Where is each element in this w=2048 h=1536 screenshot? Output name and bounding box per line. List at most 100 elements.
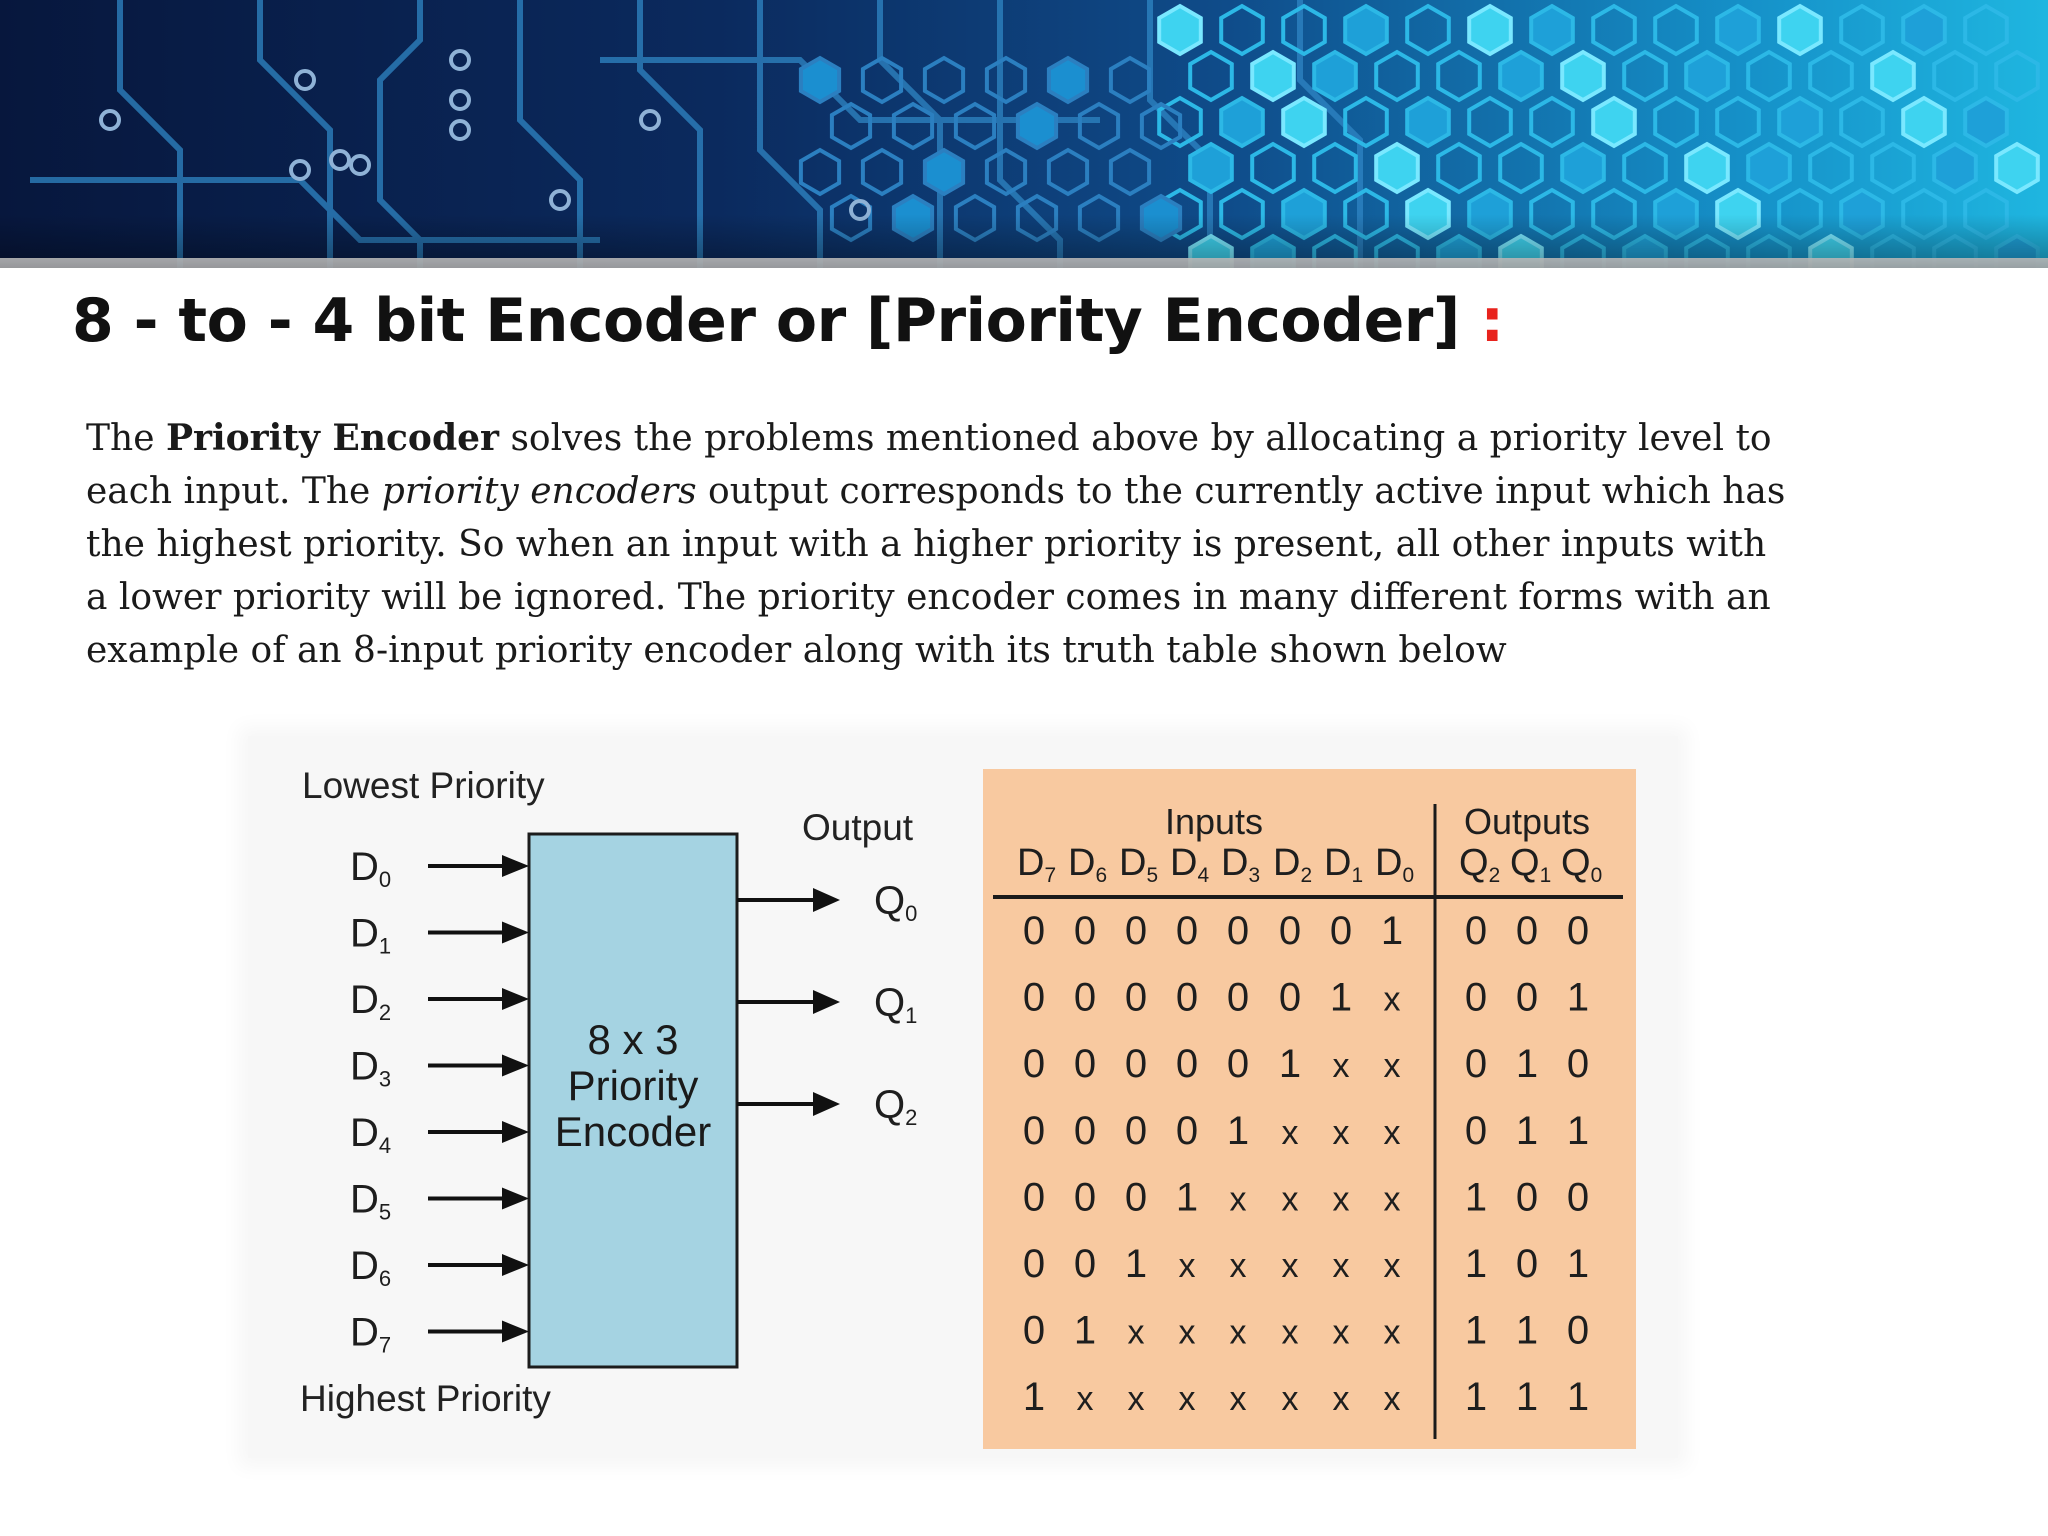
input-label-d7-sub: 7 (379, 1333, 391, 1358)
table-cell: x (1230, 1380, 1247, 1418)
encoder-block-diagram: Lowest Priority Output 8 x 3 Priority En… (300, 765, 917, 1419)
table-cell: 0 (1465, 909, 1487, 953)
table-cell: 1 (1465, 1309, 1487, 1353)
table-cell: 1 (1516, 1042, 1538, 1086)
input-arrow-d3 (502, 1054, 529, 1077)
lowest-priority-label: Lowest Priority (302, 765, 545, 806)
table-cell: x (1333, 1114, 1350, 1152)
input-label-d6: D6 (350, 1244, 391, 1291)
table-cell: 0 (1074, 909, 1096, 953)
col-header-d1: D1 (1324, 842, 1363, 887)
col-header-d7-sub: 7 (1044, 864, 1056, 887)
table-cell: 0 (1465, 1109, 1487, 1153)
table-cell: 0 (1176, 909, 1198, 953)
output-label-q2-sub: 2 (905, 1105, 917, 1130)
input-arrow-d1 (502, 921, 529, 944)
col-header-q1-sub: 1 (1540, 864, 1552, 887)
table-cell: 0 (1023, 976, 1045, 1020)
table-cell: x (1333, 1380, 1350, 1418)
table-cell: 0 (1227, 1042, 1249, 1086)
table-cell: 1 (1279, 1042, 1301, 1086)
table-cell: 0 (1176, 976, 1198, 1020)
table-cell: 0 (1516, 909, 1538, 953)
input-label-d0: D0 (350, 845, 391, 892)
input-label-d4-base: D (350, 1111, 379, 1155)
table-cell: x (1333, 1047, 1350, 1085)
input-label-d6-sub: 6 (379, 1266, 391, 1291)
para-bold-priority-encoder: Priority Encoder (165, 417, 499, 459)
encoder-block-label-2: Priority (568, 1062, 699, 1109)
table-cell: 0 (1125, 1042, 1147, 1086)
table-cell: 0 (1279, 976, 1301, 1020)
table-cell: 0 (1023, 909, 1045, 953)
input-label-d3: D3 (350, 1045, 391, 1092)
output-label: Output (802, 807, 914, 848)
output-label-q1-sub: 1 (905, 1003, 917, 1028)
table-cell: 0 (1023, 1109, 1045, 1153)
table-cell: x (1179, 1314, 1196, 1352)
table-cell: x (1282, 1314, 1299, 1352)
slide-title: 8 - to - 4 bit Encoder or [Priority Enco… (72, 286, 1504, 356)
table-cell: 1 (1330, 976, 1352, 1020)
table-cell: 0 (1125, 1109, 1147, 1153)
table-cell: 1 (1516, 1109, 1538, 1153)
input-arrow-d6 (502, 1254, 529, 1276)
inputs-header: Inputs (1165, 801, 1263, 842)
table-cell: x (1333, 1247, 1350, 1285)
output-label-q2: Q2 (874, 1083, 917, 1130)
input-label-d4: D4 (350, 1111, 391, 1158)
col-header-d5-sub: 5 (1146, 864, 1158, 887)
input-label-d0-base: D (350, 845, 379, 889)
output-label-q1: Q1 (874, 981, 917, 1028)
output-label-q0: Q0 (874, 879, 917, 926)
encoder-block (527, 832, 739, 1369)
table-cell: 0 (1023, 1175, 1045, 1219)
col-header-d0: D0 (1375, 842, 1414, 887)
input-arrow-d0 (502, 855, 529, 877)
encoder-block-label-1: 8 x 3 (587, 1016, 678, 1063)
table-cell: x (1333, 1314, 1350, 1352)
input-label-d7-base: D (350, 1311, 379, 1355)
table-cell: 0 (1023, 1242, 1045, 1286)
table-cell: x (1384, 1114, 1401, 1152)
para-text-3: output corresponds to the currently acti… (86, 471, 1786, 671)
output-arrow-q2 (813, 1092, 840, 1116)
table-cell: 0 (1074, 1175, 1096, 1219)
table-cell: 0 (1023, 1309, 1045, 1353)
table-cell: x (1077, 1380, 1094, 1418)
col-header-d1-sub: 1 (1351, 864, 1363, 887)
col-header-d3-base: D (1221, 842, 1248, 884)
outputs-header: Outputs (1464, 801, 1590, 842)
table-cell: 0 (1465, 976, 1487, 1020)
circuit-banner (0, 0, 2048, 268)
slide-title-text: 8 - to - 4 bit Encoder or [Priority Enco… (72, 286, 1460, 356)
col-header-q0: Q0 (1561, 842, 1602, 887)
input-label-d1-base: D (350, 912, 379, 956)
circuit-banner-graphic (0, 0, 2048, 268)
col-header-q2-base: Q (1459, 842, 1489, 884)
input-label-d2: D2 (350, 978, 391, 1025)
input-label-d2-base: D (350, 978, 379, 1022)
col-header-d6: D6 (1068, 842, 1107, 887)
table-cell: 1 (1567, 1375, 1589, 1419)
input-arrow-d4 (502, 1121, 529, 1143)
table-cell: x (1384, 1180, 1401, 1218)
output-arrow-q0 (813, 888, 840, 912)
table-cell: 1 (1176, 1175, 1198, 1219)
table-cell: 0 (1567, 1309, 1589, 1353)
table-cell: 1 (1465, 1175, 1487, 1219)
highest-priority-label: Highest Priority (300, 1378, 551, 1419)
col-header-q2: Q2 (1459, 842, 1500, 887)
table-cell: 0 (1074, 1242, 1096, 1286)
table-cell: x (1384, 1314, 1401, 1352)
input-arrow-d7 (502, 1320, 529, 1343)
table-cell: 1 (1465, 1375, 1487, 1419)
body-paragraph: The Priority Encoder solves the problems… (86, 412, 1786, 677)
col-header-d4-base: D (1170, 842, 1197, 884)
table-cell: x (1282, 1247, 1299, 1285)
table-cell: x (1230, 1314, 1247, 1352)
